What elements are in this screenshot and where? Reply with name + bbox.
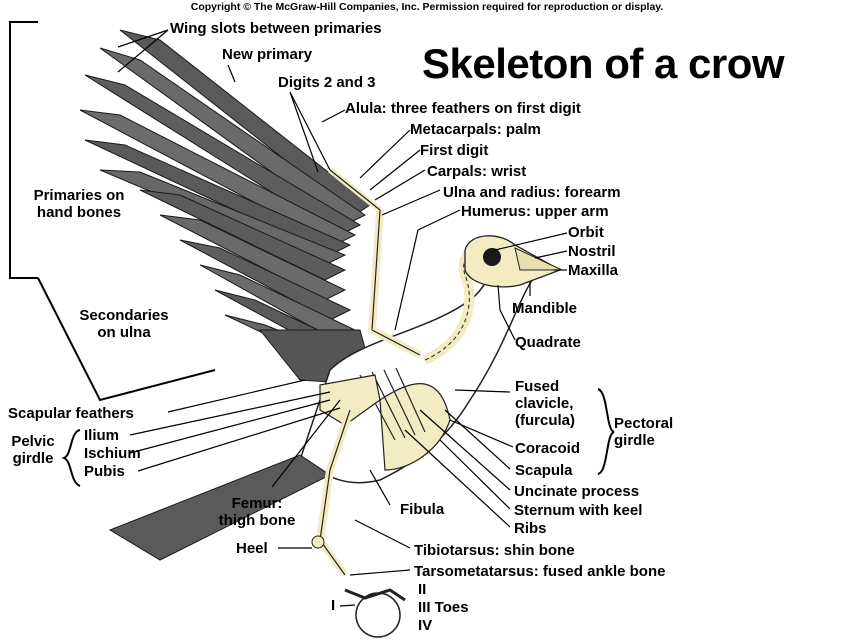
label-toe-3-toes: III Toes (418, 599, 469, 616)
leader-lines (117, 29, 568, 607)
maxilla-beak (514, 247, 563, 271)
label-alula: Alula: three feathers on first digit (345, 100, 581, 117)
label-metacarpals: Metacarpals: palm (410, 121, 541, 138)
skull (464, 235, 562, 288)
label-sternum: Sternum with keel (514, 502, 643, 519)
label-secondaries: Secondaries on ulna (79, 307, 169, 341)
label-primaries: Primaries on hand bones (33, 187, 125, 221)
label-ulna-radius: Ulna and radius: forearm (443, 184, 621, 201)
pectoral-brace (597, 388, 615, 475)
label-first-digit: First digit (420, 142, 489, 159)
label-carpals: Carpals: wrist (427, 163, 527, 180)
label-scapula: Scapula (515, 462, 573, 479)
label-mandible: Mandible (512, 300, 578, 317)
label-pectoral-girdle: Pectoral girdle (614, 415, 674, 449)
label-femur: Femur: thigh bone (218, 495, 296, 529)
pelvis-bone (319, 374, 381, 426)
primary-feather (79, 109, 357, 246)
secondary-feather (179, 239, 352, 321)
label-fused-clavicle: Fused clavicle, (furcula) (515, 378, 575, 429)
secondary-feather (139, 189, 347, 281)
primary-feather (84, 74, 362, 236)
label-quadrate: Quadrate (515, 334, 581, 351)
orbit-socket (483, 248, 501, 266)
label-ribs: Ribs (514, 520, 547, 537)
diagram-title: Skeleton of a crow (422, 40, 785, 87)
label-toe-4: IV (418, 617, 433, 634)
perch (355, 592, 401, 638)
label-scapular-feathers: Scapular feathers (8, 405, 134, 422)
body-outline (299, 248, 541, 484)
label-ischium: Ischium (84, 445, 141, 462)
primaries-bracket (9, 21, 38, 279)
label-fibula: Fibula (400, 501, 445, 518)
label-tarsometatarsus: Tarsometatarsus: fused ankle bone (414, 563, 666, 580)
wing-bones (328, 167, 422, 359)
label-pubis: Pubis (84, 463, 125, 480)
label-coracoid: Coracoid (515, 440, 581, 457)
label-heel: Heel (236, 540, 268, 557)
leg-bones (311, 408, 354, 578)
copyright-notice: Copyright © The McGraw-Hill Companies, I… (190, 1, 664, 13)
brackets (9, 21, 615, 487)
primary-feather (99, 47, 366, 226)
label-pelvic-girdle: Pelvic girdle (11, 433, 55, 467)
label-uncinate: Uncinate process (514, 483, 640, 500)
wing-feathers (79, 29, 376, 386)
label-toe-1: I (331, 597, 336, 614)
label-humerus: Humerus: upper arm (461, 203, 609, 220)
secondaries-bracket (37, 277, 216, 402)
label-maxilla: Maxilla (568, 262, 619, 279)
label-new-primary: New primary (222, 46, 313, 63)
toes (344, 588, 406, 602)
label-toe-2: II (418, 581, 427, 598)
tail-feathers (108, 454, 331, 561)
pelvic-brace (61, 429, 81, 487)
label-nostril: Nostril (568, 243, 616, 260)
label-digits: Digits 2 and 3 (278, 74, 376, 91)
label-wing-slots: Wing slots between primaries (170, 20, 382, 37)
label-orbit: Orbit (568, 224, 604, 241)
label-tibiotarsus: Tibiotarsus: shin bone (414, 542, 575, 559)
label-ilium: Ilium (84, 427, 120, 444)
